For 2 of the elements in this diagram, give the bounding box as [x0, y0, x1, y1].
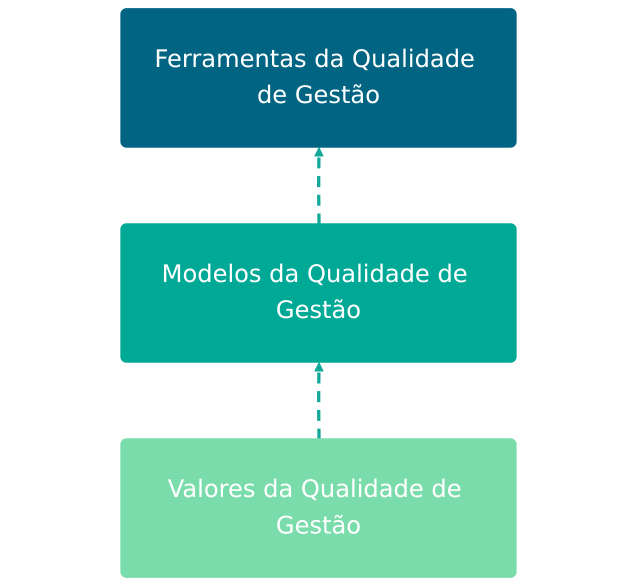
arrow	[314, 362, 324, 440]
arrow	[314, 147, 324, 224]
